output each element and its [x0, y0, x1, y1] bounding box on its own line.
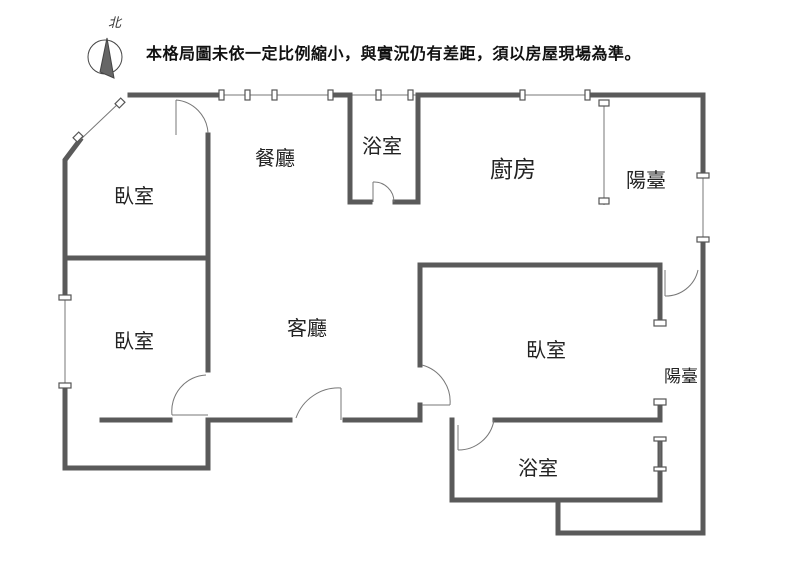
room-label-dining: 餐廳: [255, 146, 295, 170]
doors: [171, 99, 699, 451]
room-label-bath-n: 浴室: [362, 134, 402, 158]
walls: [62, 92, 706, 536]
room-label-kitchen: 廚房: [490, 157, 536, 183]
room-label-bedroom-nw: 臥室: [114, 184, 154, 208]
room-label-living: 客廳: [287, 316, 327, 340]
disclaimer-text: 本格局圖未依一定比例縮小，與實況仍有差距，須以房屋現場為準。: [146, 44, 642, 63]
north-label: 北: [108, 16, 122, 31]
room-label-bath-s: 浴室: [518, 456, 558, 480]
jambs: [58, 89, 710, 472]
room-label-balcony-e: 陽臺: [664, 367, 698, 387]
room-label-bedroom-e: 臥室: [526, 338, 566, 362]
room-label-bedroom-w: 臥室: [114, 329, 154, 353]
compass-icon: [87, 37, 123, 79]
room-label-balcony-ne: 陽臺: [626, 168, 666, 192]
